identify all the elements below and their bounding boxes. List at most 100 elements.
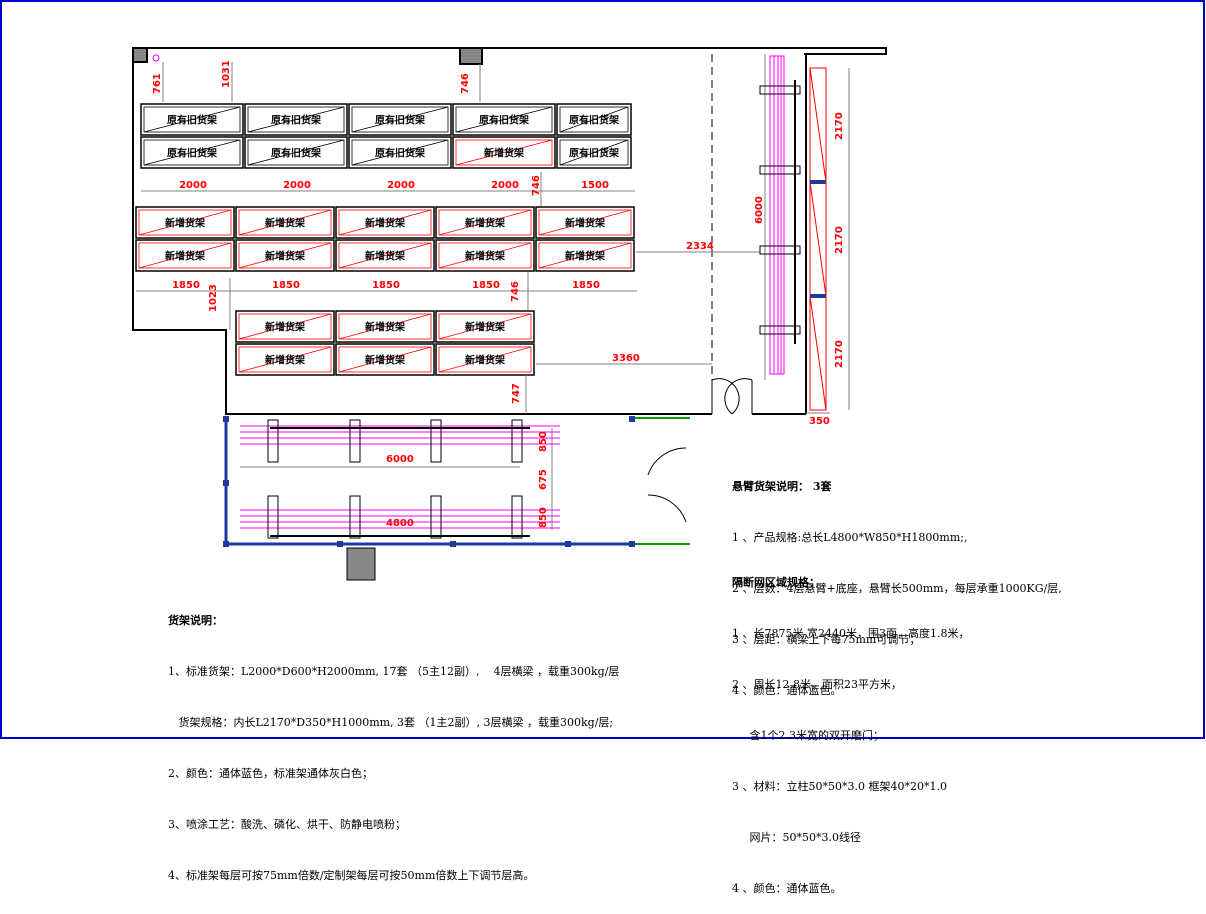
floor-plan: 原有旧货架原有旧货架原有旧货架原有旧货架原有旧货架原有旧货架原有旧货架原有旧货架…: [0, 0, 1205, 739]
rack-label: 新增货架: [265, 321, 305, 334]
rack-label: 原有旧货架: [569, 147, 619, 160]
drawing-border: [0, 0, 1205, 739]
dim-1031: 1031: [221, 60, 232, 88]
cantilever-rack-horizontal-2: [240, 495, 560, 539]
dim-2170-3: 2170: [834, 340, 845, 368]
swing-door-arc-1: [647, 447, 687, 476]
fence-notes: 隔断网区域规格： 1 、长7875米 宽2440米，围3面，高度1.8米， 2 …: [732, 540, 969, 914]
rack-label: 新增货架: [365, 217, 405, 230]
old-rack: 原有旧货架: [140, 136, 244, 169]
rack-label: 新增货架: [165, 250, 205, 263]
new-rack: 新增货架: [535, 239, 635, 272]
fence-notes-line: 含1个2.3米宽的双开磨门；: [732, 729, 884, 742]
cantilever-notes-line: 1 、产品规格:总长L4800*W850*H1800mm;,: [732, 531, 968, 544]
dim-4800: 4800: [386, 518, 414, 529]
rack-notes-line: 1、标准货架：L2000*D600*H2000mm, 17套 （5主12副）, …: [168, 665, 620, 678]
cantilever-rack-vertical: [759, 55, 827, 411]
dim-6000-vertical: 6000: [754, 196, 765, 224]
rack-label: 原有旧货架: [271, 114, 321, 127]
rack-label: 原有旧货架: [375, 114, 425, 127]
new-rack: 新增货架: [235, 239, 335, 272]
fence-notes-line: 网片：50*50*3.0线径: [732, 831, 861, 844]
new-rack: 新增货架: [235, 343, 335, 376]
old-rack: 原有旧货架: [556, 136, 632, 169]
new-rack: 新增货架: [335, 310, 435, 343]
dim-850-a: 850: [538, 431, 549, 452]
rack-layout: 原有旧货架原有旧货架原有旧货架原有旧货架原有旧货架原有旧货架原有旧货架原有旧货架…: [135, 103, 635, 376]
rack-label: 原有旧货架: [167, 147, 217, 160]
new-rack: 新增货架: [335, 239, 435, 272]
rack-label: 原有旧货架: [271, 147, 321, 160]
post-marker: [152, 54, 160, 62]
dim-746-mid: 746: [531, 175, 542, 196]
rack-notes: 货架说明： 1、标准货架：L2000*D600*H2000mm, 17套 （5主…: [168, 578, 619, 901]
old-rack: 原有旧货架: [452, 103, 556, 136]
rack-label: 新增货架: [365, 321, 405, 334]
fence-notes-line: 1 、长7875米 宽2440米，围3面，高度1.8米，: [732, 627, 970, 640]
rack-label: 新增货架: [365, 250, 405, 263]
fence-posts: [223, 416, 635, 547]
rack-width-label: 1850: [372, 280, 400, 291]
rack-width-label: 2000: [387, 180, 415, 191]
cantilever-notes-line: 4 、颜色：通体蓝色。: [732, 684, 842, 697]
rack-notes-line: 2、颜色：通体蓝色，标准架通体灰白色；: [168, 767, 373, 780]
old-rack: 原有旧货架: [244, 103, 348, 136]
new-rack: 新增货架: [135, 206, 235, 239]
rack-width-label: 1500: [581, 180, 609, 191]
rack-label: 新增货架: [465, 217, 505, 230]
rack-label: 新增货架: [265, 217, 305, 230]
new-rack: 新增货架: [435, 310, 535, 343]
old-rack: 原有旧货架: [348, 136, 452, 169]
cantilever-notes: 悬臂货架说明： 3套 1 、产品规格:总长L4800*W850*H1800mm;…: [732, 444, 1062, 716]
rack-label: 新增货架: [484, 147, 524, 160]
rack-width-label: 1850: [272, 280, 300, 291]
rack-notes-line: 货架规格：内长L2170*D350*H1000mm, 3套 （1主2副）, 3层…: [168, 716, 614, 729]
rack-label: 原有旧货架: [569, 114, 619, 127]
rack-label: 新增货架: [465, 354, 505, 367]
new-rack: 新增货架: [335, 343, 435, 376]
double-door: [711, 378, 753, 415]
dim-2170-2: 2170: [834, 226, 845, 254]
rack-label: 原有旧货架: [167, 114, 217, 127]
rack-label: 新增货架: [565, 250, 605, 263]
dim-1023: 1023: [208, 284, 219, 312]
rack-label: 新增货架: [465, 321, 505, 334]
dim-746-low: 746: [510, 281, 521, 302]
rack-label: 新增货架: [565, 217, 605, 230]
rack-width-label: 1850: [572, 280, 600, 291]
fence-notes-title: 隔断网区域规格：: [732, 576, 820, 589]
fence-notes-line: 2 、周长12.8米，面积23平方米，: [732, 678, 902, 691]
new-rack: 新增货架: [235, 310, 335, 343]
cantilever-notes-title: 悬臂货架说明： 3套: [732, 480, 832, 493]
rack-notes-line: 4、标准架每层可按75mm倍数/定制架每层可按50mm倍数上下调节层高。: [168, 869, 535, 882]
dim-761: 761: [152, 73, 163, 94]
fence-notes-line: 3 、材料：立柱50*50*3.0 框架40*20*1.0: [732, 780, 947, 793]
dim-2170-1: 2170: [834, 112, 845, 140]
dim-350: 350: [809, 416, 830, 427]
dim-675: 675: [538, 469, 549, 490]
old-rack: 原有旧货架: [244, 136, 348, 169]
new-rack: 新增货架: [335, 206, 435, 239]
new-rack: 新增货架: [535, 206, 635, 239]
rack-label: 新增货架: [265, 250, 305, 263]
swing-door-arc-2: [647, 494, 687, 523]
rack-width-label: 1850: [472, 280, 500, 291]
cantilever-rack-horizontal-1: [240, 419, 560, 463]
fence-area: [224, 416, 690, 546]
rack-notes-title: 货架说明：: [168, 614, 223, 627]
new-rack: 新增货架: [435, 206, 535, 239]
old-rack: 原有旧货架: [140, 103, 244, 136]
rack-width-label: 1850: [172, 280, 200, 291]
rack-notes-line: 3、喷涂工艺：酸洗、磷化、烘干、防静电喷粉；: [168, 818, 406, 831]
dim-2334: 2334: [686, 241, 714, 252]
dim-747: 747: [511, 383, 522, 404]
dim-6000-horizontal: 6000: [386, 454, 414, 465]
fence-notes-line: 4 、颜色：通体蓝色。: [732, 882, 842, 895]
old-rack: 原有旧货架: [556, 103, 632, 136]
rack-label: 原有旧货架: [375, 147, 425, 160]
new-rack: 新增货架: [235, 206, 335, 239]
rack-label: 新增货架: [465, 250, 505, 263]
dim-850-b: 850: [538, 507, 549, 528]
rack-label: 新增货架: [165, 217, 205, 230]
